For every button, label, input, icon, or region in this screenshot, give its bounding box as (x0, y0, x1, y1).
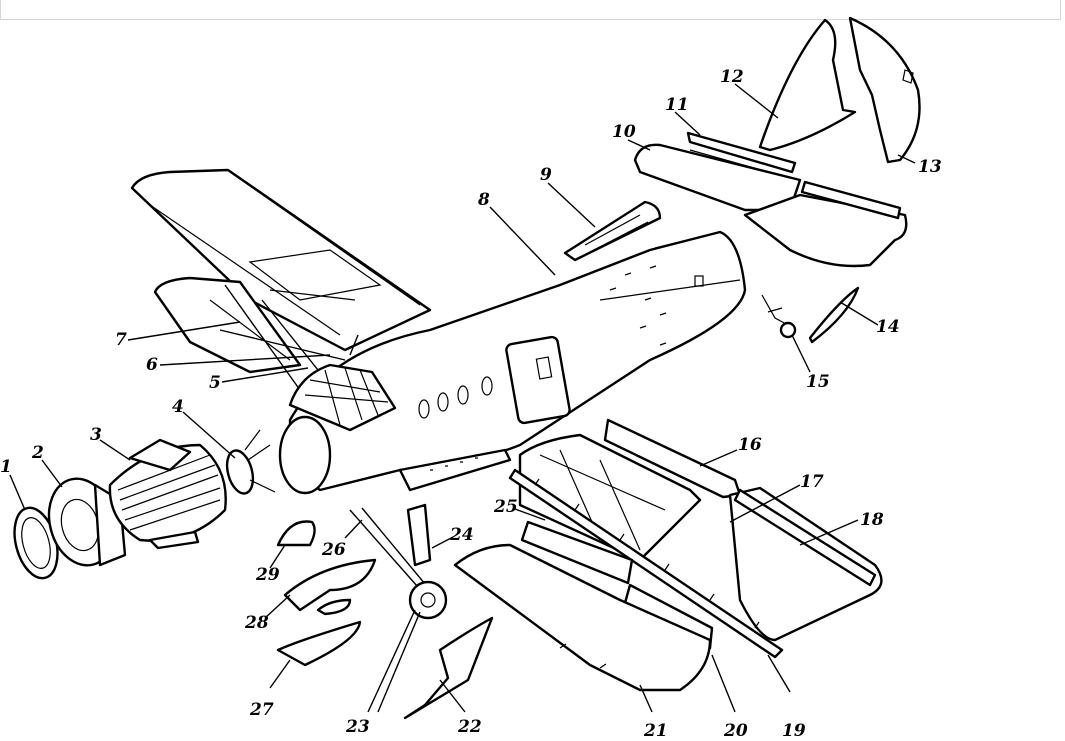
landing-gear-leg (349, 503, 448, 620)
cockpit-canopy (288, 363, 397, 432)
label-17: 17 (800, 472, 824, 492)
label-13: 13 (918, 157, 942, 177)
label-24: 24 (449, 525, 474, 545)
label-12: 12 (720, 67, 744, 87)
label-1: 1 (0, 457, 12, 477)
label-6: 6 (146, 355, 158, 375)
aileron (728, 486, 883, 642)
label-9: 9 (540, 165, 552, 185)
label-8: 8 (477, 190, 490, 210)
stabilizer-right (743, 180, 908, 268)
upper-wing (130, 168, 432, 352)
label-29: 29 (255, 565, 280, 585)
lower-wing (153, 276, 302, 374)
wheel-fairing-top (276, 520, 316, 547)
label-18: 18 (860, 510, 884, 530)
leader-lines (9, 83, 916, 713)
label-21: 21 (643, 721, 668, 741)
gear-brace (403, 616, 494, 720)
label-4: 4 (172, 397, 184, 417)
label-14: 14 (876, 317, 900, 337)
tail-wheel (761, 294, 797, 339)
wheel-fairing-side (283, 558, 377, 616)
engine-mount-ring (225, 429, 276, 495)
label-11: 11 (665, 95, 689, 115)
label-10: 10 (612, 122, 636, 142)
wing-spar (508, 468, 784, 659)
label-2: 2 (31, 443, 44, 463)
label-27: 27 (249, 700, 274, 720)
label-26: 26 (321, 540, 346, 560)
rudder (848, 16, 921, 164)
part-labels: 1 2 3 4 5 6 7 8 9 10 11 12 13 14 15 16 1… (0, 67, 942, 741)
label-22: 22 (457, 717, 482, 737)
label-5: 5 (209, 373, 221, 393)
window-top-bar (0, 0, 1061, 20)
fin-bracket (563, 200, 662, 262)
label-20: 20 (723, 721, 748, 741)
label-15: 15 (806, 372, 830, 392)
label-19: 19 (782, 721, 806, 741)
radial-engine (108, 438, 227, 550)
stabilizer-left (633, 143, 802, 212)
tail-fairing (808, 286, 860, 344)
wheel-fairing-bottom (276, 620, 362, 667)
label-28: 28 (244, 613, 269, 633)
label-7: 7 (115, 330, 127, 350)
label-3: 3 (90, 425, 102, 445)
elevator-tab (686, 131, 797, 174)
left-wing-panel (453, 543, 712, 692)
fuselage (278, 230, 747, 495)
label-23: 23 (345, 717, 370, 737)
label-25: 25 (493, 497, 518, 517)
engine-cowl-front (47, 477, 127, 567)
label-16: 16 (738, 435, 762, 455)
right-wing-panel (518, 418, 742, 562)
fin (758, 18, 857, 152)
